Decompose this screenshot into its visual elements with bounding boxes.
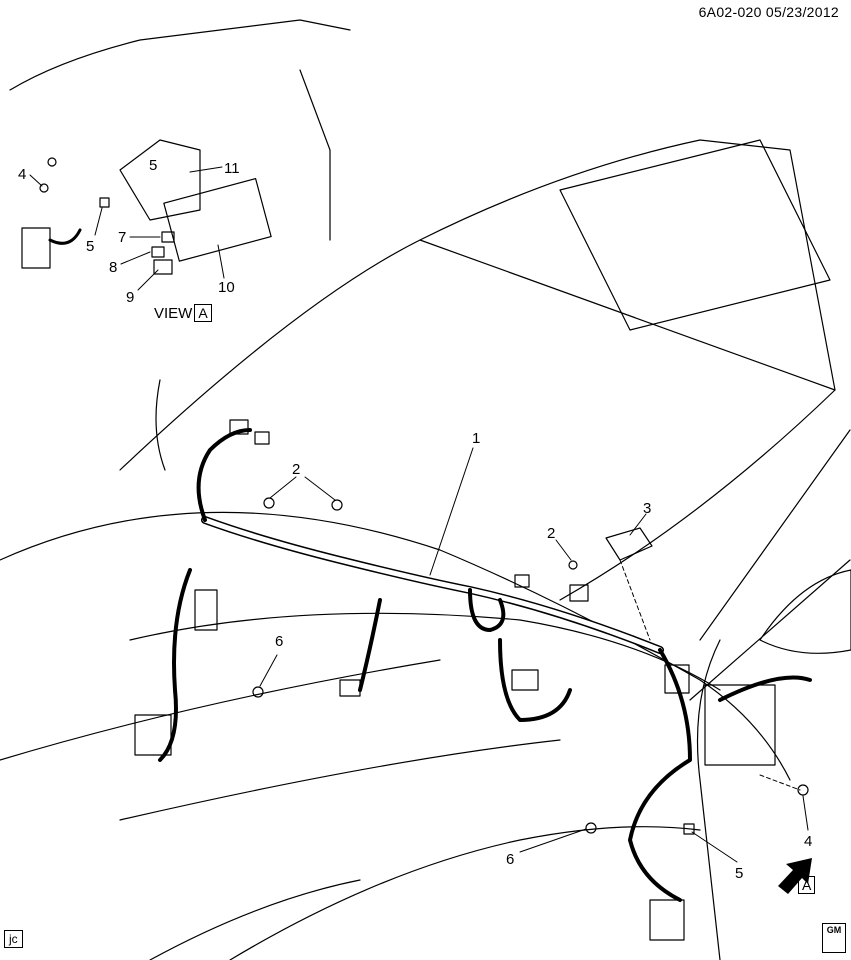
callout-labels: 1 2 2 3 4 4 5 5 5 6 6 7 8 9 10 11 [18,157,812,882]
harness-branch-left [158,568,192,762]
harness-branch-mid [498,638,572,722]
callout-10: 10 [218,279,235,296]
door-line [696,639,721,960]
connector [664,664,690,694]
inset-fastener-4b [47,157,57,167]
leader-9 [137,269,159,291]
cowl-line [129,612,721,691]
connector [194,589,218,631]
leader-2a [269,476,297,499]
leader-2b [304,476,336,501]
connector [229,419,249,435]
front-edge [155,379,166,471]
callout-5: 5 [86,238,94,255]
direction-arrow-label: A [798,876,816,894]
callout-5: 5 [735,865,743,882]
callout-4: 4 [18,166,26,183]
windshield-outline [119,139,836,601]
bumper-line [149,879,361,960]
roof-panel [419,239,836,391]
nut-5 [683,823,695,835]
harness-loop [468,588,506,632]
a-pillar-inner [689,559,851,701]
inset-frame-structure [9,19,351,91]
view-a-label: VIEW A [154,304,212,322]
connector-large [134,714,172,756]
leader-11 [189,166,223,173]
callout-7: 7 [118,229,126,246]
fender-lower [119,739,561,821]
leader-4b [802,795,809,831]
clip-3 [605,527,653,561]
leader-10 [217,244,225,279]
fuse-block-inset [704,684,776,766]
leader-5a [94,207,103,236]
callout-1: 1 [472,430,480,447]
inset-mount-bracket [119,139,201,221]
inset-clip-9 [153,259,173,275]
inset-clip-7 [161,231,175,243]
leader-6a [259,654,278,687]
lower-body [229,826,701,960]
leader-2c [555,539,572,561]
harness-branch-upper [196,428,252,522]
fastener-2c [568,560,578,570]
fastener-6a [252,686,264,698]
leader-8 [120,251,151,265]
leader-dashed [759,774,801,791]
callout-5: 5 [149,157,157,174]
callout-8: 8 [109,259,117,276]
diagram-id: 6A02-020 [698,4,762,20]
mirror-outline [759,569,851,654]
harness-branch-fuse [718,675,812,702]
view-prefix: VIEW [154,304,193,322]
callout-2: 2 [292,461,300,478]
connector [569,584,589,602]
harness-branch-right [628,648,692,902]
leader-3 [629,513,647,536]
callout-9: 9 [126,289,134,306]
leader-6b [519,828,587,853]
connector [514,574,530,588]
connector [254,431,270,445]
connector [339,679,361,697]
author-initials: jc [4,930,23,948]
callout-4: 4 [804,833,812,850]
connector [511,669,539,691]
fastener-2a [263,497,275,509]
callout-2: 2 [547,525,555,542]
fender-line [0,659,441,761]
inset-bracket [299,69,331,241]
hood-line [0,511,791,781]
inset-clip-8 [151,246,165,258]
a-pillar [699,429,851,641]
callout-6: 6 [506,851,514,868]
direction-letter: A [798,876,816,894]
callout-3: 3 [643,500,651,517]
inset-fuse-block [163,177,272,262]
gm-logo: GM [822,923,846,953]
leader-4a [29,174,43,187]
diagram-date: 05/23/2012 [765,4,839,20]
inset-connector [21,227,51,269]
inset-fastener-4 [39,183,49,193]
view-direction-arrow [778,858,812,894]
leader-dashed [619,559,651,641]
fastener-6b [585,822,597,834]
fastener-2b [331,499,343,511]
callout-11: 11 [224,160,240,177]
view-letter: A [194,304,212,322]
callout-6: 6 [275,633,283,650]
leader-5b [691,831,738,863]
fastener-4a [797,784,809,796]
inset-wire [48,228,82,245]
inset-nut-5 [99,197,110,208]
diagram-header: 6A02-020 05/23/2012 [699,4,839,20]
harness-branch-center [358,598,382,692]
leader-1 [429,447,474,576]
connector [649,899,685,941]
sunroof-outline [559,139,831,331]
